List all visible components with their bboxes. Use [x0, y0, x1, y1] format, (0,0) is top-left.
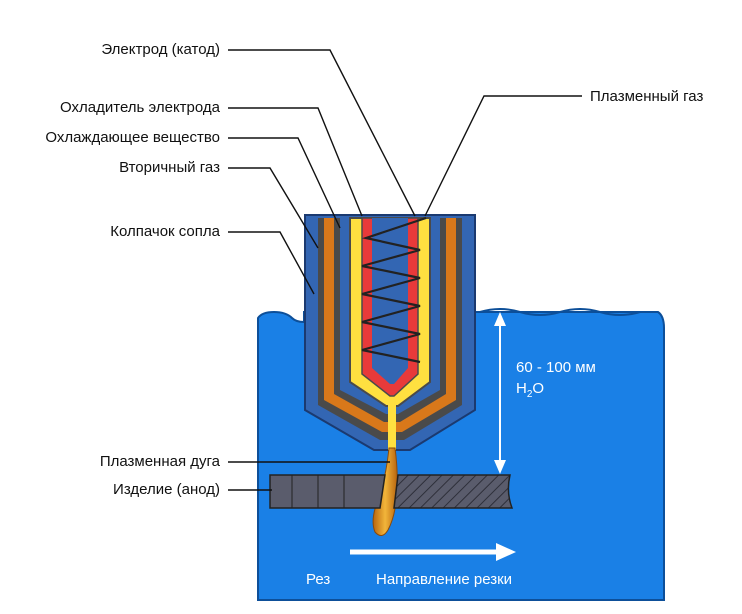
electrode-coil: [361, 216, 427, 364]
workpiece: [269, 474, 514, 509]
label-nozzle-cap: Колпачок сопла: [110, 223, 220, 240]
label-cut-direction: Направление резки: [376, 571, 512, 588]
nozzle-orifice: [388, 404, 396, 450]
torch: [304, 214, 476, 451]
label-plasma-gas: Плазменный газ: [590, 88, 703, 105]
depth-dimension: [494, 312, 506, 474]
label-water: H2O: [516, 380, 544, 400]
label-workpiece: Изделие (анод): [113, 481, 220, 498]
label-kerf: Рез: [306, 571, 330, 588]
water-wave: [479, 308, 641, 316]
label-electrode-cooler: Охладитель электрода: [60, 99, 221, 116]
leader-lines: [228, 49, 582, 491]
label-plasma-arc: Плазменная дуга: [100, 453, 221, 470]
label-electrode: Электрод (катод): [101, 41, 220, 58]
label-secondary-gas: Вторичный газ: [119, 159, 220, 176]
cut-direction-arrow: [350, 543, 516, 561]
label-depth: 60 - 100 мм: [516, 359, 596, 376]
label-coolant: Охлаждающее вещество: [45, 129, 220, 146]
electrode-core: [372, 218, 408, 384]
